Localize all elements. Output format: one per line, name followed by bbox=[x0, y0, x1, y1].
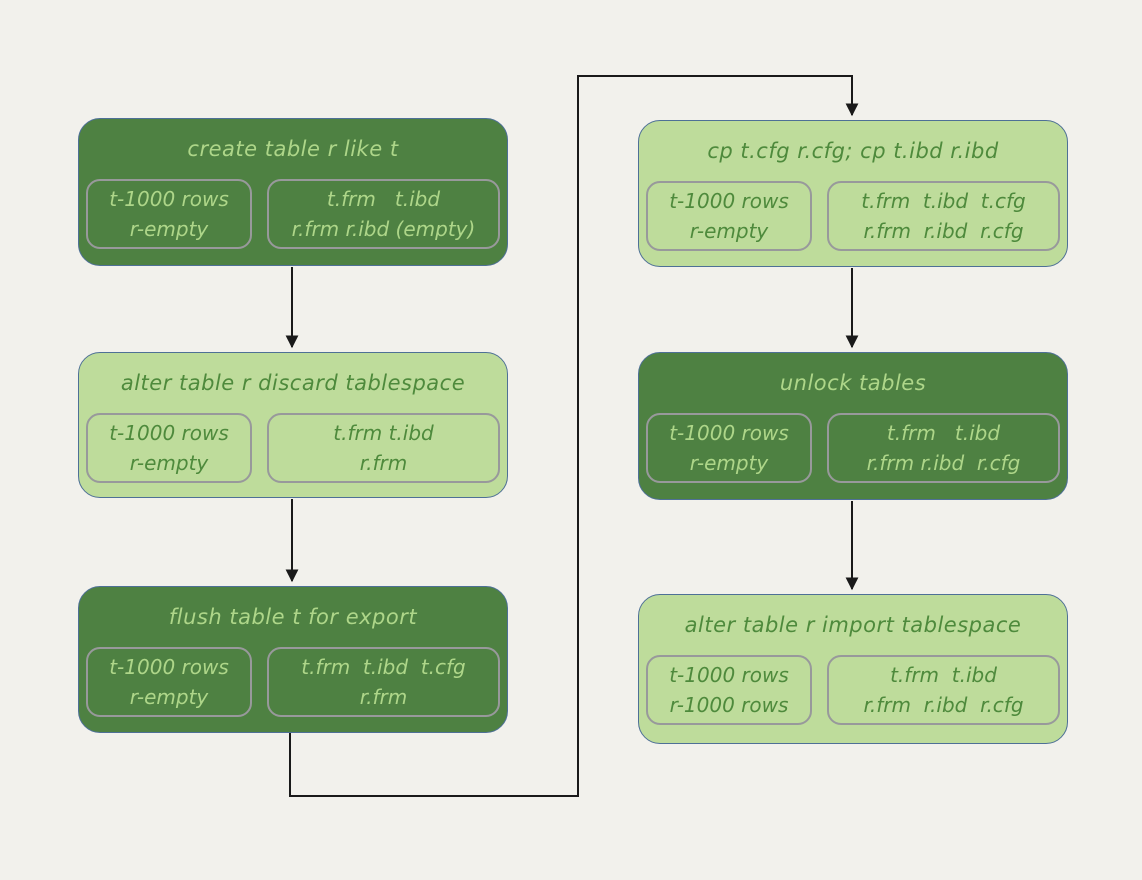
files-state-box: t.frm t.ibd t.cfg r.frm r.ibd r.cfg bbox=[827, 181, 1060, 251]
node-title: alter table r import tablespace bbox=[684, 613, 1022, 637]
rows-line-r: r-empty bbox=[689, 219, 769, 243]
rows-line-t: t-1000 rows bbox=[109, 655, 229, 679]
node-state-row: t-1000 rows r-empty t.frm t.ibd t.cfg r.… bbox=[79, 647, 507, 717]
files-state-box: t.frm t.ibd r.frm r.ibd r.cfg bbox=[827, 413, 1060, 483]
rows-state-box: t-1000 rows r-empty bbox=[646, 413, 812, 483]
rows-state-box: t-1000 rows r-empty bbox=[86, 647, 252, 717]
node-state-row: t-1000 rows r-1000 rows t.frm t.ibd r.fr… bbox=[639, 655, 1067, 725]
rows-line-r: r-empty bbox=[129, 685, 209, 709]
node-import-tablespace: alter table r import tablespace t-1000 r… bbox=[638, 594, 1068, 744]
node-title: cp t.cfg r.cfg; cp t.ibd r.ibd bbox=[707, 139, 999, 163]
node-create-table: create table r like t t-1000 rows r-empt… bbox=[78, 118, 508, 266]
files-line-t: t.frm t.ibd bbox=[333, 421, 434, 445]
node-flush-table: flush table t for export t-1000 rows r-e… bbox=[78, 586, 508, 733]
rows-line-t: t-1000 rows bbox=[669, 189, 789, 213]
files-state-box: t.frm t.ibd r.frm r.ibd r.cfg bbox=[827, 655, 1060, 725]
files-line-t: t.frm t.ibd bbox=[886, 421, 1001, 445]
rows-line-r: r-empty bbox=[129, 217, 209, 241]
files-line-t: t.frm t.ibd t.cfg bbox=[301, 655, 466, 679]
rows-state-box: t-1000 rows r-empty bbox=[86, 413, 252, 483]
rows-state-box: t-1000 rows r-empty bbox=[86, 179, 252, 249]
rows-state-box: t-1000 rows r-1000 rows bbox=[646, 655, 812, 725]
rows-line-r: r-1000 rows bbox=[669, 693, 789, 717]
node-state-row: t-1000 rows r-empty t.frm t.ibd r.frm bbox=[79, 413, 507, 483]
node-title: create table r like t bbox=[187, 137, 399, 161]
files-state-box: t.frm t.ibd r.frm bbox=[267, 413, 500, 483]
rows-line-r: r-empty bbox=[689, 451, 769, 475]
files-line-r: r.frm r.ibd (empty) bbox=[291, 217, 476, 241]
rows-state-box: t-1000 rows r-empty bbox=[646, 181, 812, 251]
node-cp-files: cp t.cfg r.cfg; cp t.ibd r.ibd t-1000 ro… bbox=[638, 120, 1068, 267]
node-state-row: t-1000 rows r-empty t.frm t.ibd t.cfg r.… bbox=[639, 181, 1067, 251]
files-line-r: r.frm r.ibd r.cfg bbox=[863, 693, 1024, 717]
node-title: unlock tables bbox=[779, 371, 927, 395]
node-unlock-tables: unlock tables t-1000 rows r-empty t.frm … bbox=[638, 352, 1068, 500]
files-line-t: t.frm t.ibd t.cfg bbox=[861, 189, 1026, 213]
rows-line-t: t-1000 rows bbox=[669, 421, 789, 445]
node-state-row: t-1000 rows r-empty t.frm t.ibd r.frm r.… bbox=[79, 179, 507, 249]
node-title: flush table t for export bbox=[168, 605, 418, 629]
arrow-flush-to-cp-routed bbox=[289, 75, 859, 797]
files-line-t: t.frm t.ibd bbox=[326, 187, 441, 211]
files-line-r: r.frm bbox=[359, 685, 408, 709]
files-line-r: r.frm bbox=[359, 451, 408, 475]
rows-line-t: t-1000 rows bbox=[109, 421, 229, 445]
rows-line-r: r-empty bbox=[129, 451, 209, 475]
rows-line-t: t-1000 rows bbox=[669, 663, 789, 687]
rows-line-t: t-1000 rows bbox=[109, 187, 229, 211]
files-state-box: t.frm t.ibd t.cfg r.frm bbox=[267, 647, 500, 717]
node-title: alter table r discard tablespace bbox=[120, 371, 466, 395]
files-line-r: r.frm r.ibd r.cfg bbox=[863, 219, 1024, 243]
files-line-r: r.frm r.ibd r.cfg bbox=[866, 451, 1021, 475]
files-state-box: t.frm t.ibd r.frm r.ibd (empty) bbox=[267, 179, 500, 249]
node-state-row: t-1000 rows r-empty t.frm t.ibd r.frm r.… bbox=[639, 413, 1067, 483]
node-discard-tablespace: alter table r discard tablespace t-1000 … bbox=[78, 352, 508, 498]
files-line-t: t.frm t.ibd bbox=[890, 663, 997, 687]
